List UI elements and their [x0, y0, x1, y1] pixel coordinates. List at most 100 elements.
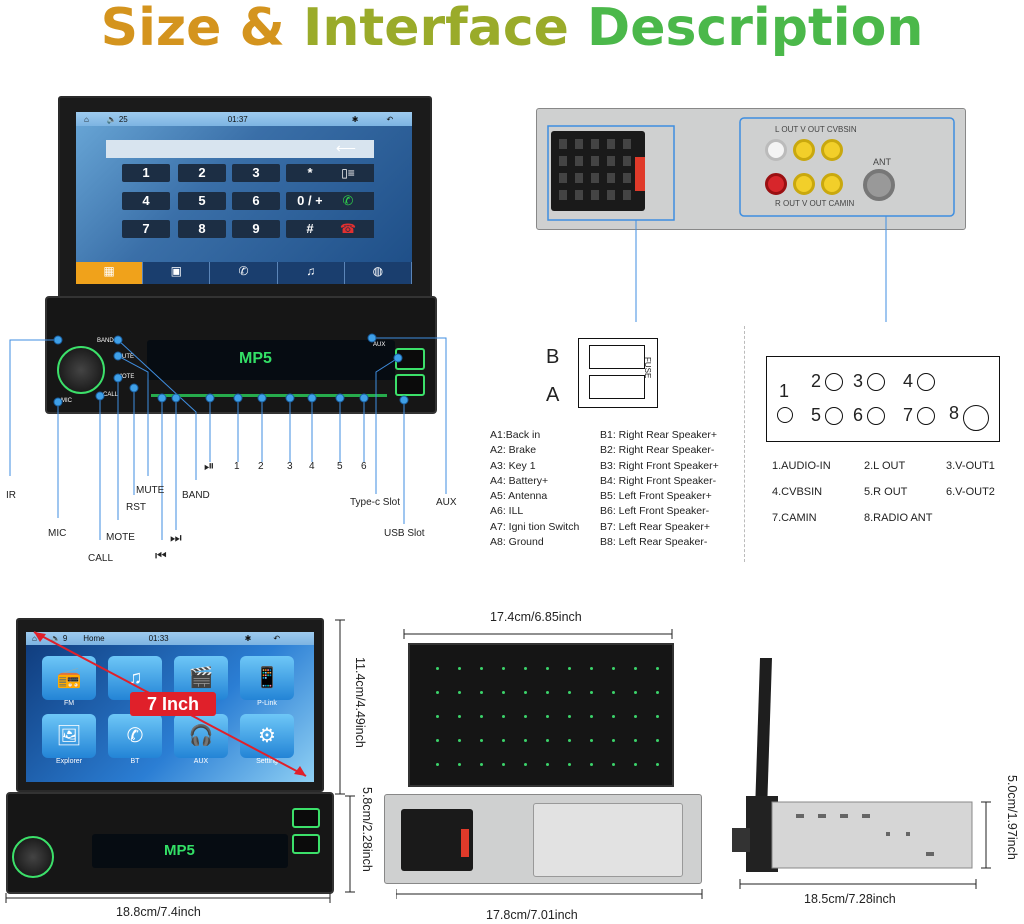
- vent-dot: [656, 691, 659, 694]
- rca-circle: [917, 373, 935, 391]
- rca-port: [765, 173, 787, 195]
- volume-knob-2[interactable]: [12, 836, 54, 878]
- rca-circle: [963, 405, 989, 431]
- app-tile-label: P-Link: [257, 700, 277, 707]
- vent-dot: [568, 763, 571, 766]
- usb-port-2-top[interactable]: [292, 808, 320, 828]
- vent-dot: [436, 763, 439, 766]
- settings-tab-icon[interactable]: ◍: [345, 262, 413, 284]
- app-tile[interactable]: 🎧AUX: [174, 714, 228, 768]
- app-tile-icon: 🖼: [42, 714, 96, 758]
- home-icon[interactable]: ⌂: [84, 114, 89, 124]
- call-button-physical[interactable]: CALL: [103, 392, 119, 398]
- vent-dot: [656, 667, 659, 670]
- rear-panel: L OUT V OUT CVBSIN R OUT V OUT CAMIN ANT: [536, 108, 966, 230]
- keypad-key[interactable]: 2: [178, 164, 226, 182]
- keypad-key[interactable]: 4: [122, 192, 170, 210]
- vent-dot: [634, 715, 637, 718]
- keypad-key[interactable]: 8: [178, 220, 226, 238]
- band-button[interactable]: BAND: [97, 338, 114, 344]
- keypad-key[interactable]: 3: [232, 164, 280, 182]
- pin-entry: B7: Left Rear Speaker+: [600, 520, 711, 533]
- iso-pin: [559, 190, 567, 200]
- pin-entry: A1:Back in: [490, 429, 541, 441]
- usb-port-bottom[interactable]: [395, 374, 425, 396]
- usb-port-2-bottom[interactable]: [292, 834, 320, 854]
- label-rst: RST: [126, 502, 146, 513]
- keypad-key[interactable]: 7: [122, 220, 170, 238]
- call-button[interactable]: ✆: [322, 192, 374, 210]
- rca-number: 4: [903, 371, 914, 391]
- rca-legend-item: 4.CVBSIN: [772, 486, 823, 498]
- app-tile-label: BT: [130, 758, 140, 765]
- vent-dot: [612, 715, 615, 718]
- brightness-icon-2[interactable]: ✱: [244, 634, 252, 643]
- lcd-text-2: MP5: [164, 842, 195, 859]
- app-tile[interactable]: 📱P-Link: [240, 656, 294, 710]
- backspace-icon[interactable]: ⟵: [335, 140, 356, 156]
- keypad-key[interactable]: 9: [232, 220, 280, 238]
- vent-dot: [612, 763, 615, 766]
- call-log-tab-icon[interactable]: ✆: [210, 262, 278, 284]
- home-label: Home: [83, 634, 105, 643]
- dim-back-bottom: 17.8cm/7.01inch: [486, 908, 578, 922]
- rca-legend-item: 1.AUDIO-IN: [772, 460, 831, 472]
- app-tile-icon: 📻: [42, 656, 96, 700]
- size-badge: 7 Inch: [130, 692, 216, 716]
- pin-entry: A8: Ground: [490, 536, 544, 549]
- app-tile[interactable]: 📻FM: [42, 656, 96, 710]
- label-mute: MUTE: [136, 485, 165, 496]
- app-tile[interactable]: ✆BT: [108, 714, 162, 768]
- keypad-key[interactable]: 1: [122, 164, 170, 182]
- status-bar: ⌂ 🔈 25 01:37 ✱ ↶: [76, 112, 412, 126]
- mute-button[interactable]: MUTE: [117, 354, 134, 360]
- rear-callouts: [547, 117, 955, 322]
- label-3: 3: [287, 461, 293, 472]
- vent-dot: [436, 667, 439, 670]
- label-1: 1: [234, 461, 240, 472]
- back-view-screen: [408, 643, 674, 787]
- contacts-tab-icon[interactable]: ▣: [143, 262, 211, 284]
- brightness-icon[interactable]: ✱: [351, 114, 359, 124]
- app-tile[interactable]: ⚙Setting: [240, 714, 294, 768]
- keypad-key[interactable]: 6: [232, 192, 280, 210]
- iso-pin: [623, 190, 631, 200]
- unit1-callouts: [9, 333, 447, 540]
- rca-legend-item: 6.V-OUT2: [946, 486, 995, 498]
- home-icon-2[interactable]: ⌂: [32, 634, 37, 643]
- pin-entry: A7: Igni tion Switch: [490, 520, 580, 533]
- app-tile-icon: ⚙: [240, 714, 294, 758]
- rca-panel-2: [533, 803, 683, 877]
- vent-dot: [458, 739, 461, 742]
- keypad-key[interactable]: 5: [178, 192, 226, 210]
- faceplate: BAND MUTE MOTE CALL MIC MP5 AUX: [45, 296, 437, 414]
- app-tile[interactable]: 🖼Explorer: [42, 714, 96, 768]
- side-view: [732, 658, 991, 889]
- vent-dot: [524, 715, 527, 718]
- music-tab-icon[interactable]: ♫: [278, 262, 345, 284]
- app-tile-icon: 📱: [240, 656, 294, 700]
- back-icon[interactable]: ↶: [386, 114, 394, 124]
- pin-entry: B6: Left Front Speaker-: [600, 505, 710, 518]
- rca-circle: [777, 407, 793, 423]
- rca-number: 5: [811, 405, 822, 425]
- vent-dot: [524, 667, 527, 670]
- row-b-label: B: [546, 346, 560, 368]
- volume-knob[interactable]: [57, 346, 105, 394]
- rca-number: 6: [853, 405, 864, 425]
- contacts-button[interactable]: ▯≡: [322, 164, 374, 182]
- hangup-button[interactable]: ☎: [322, 220, 374, 238]
- volume-value: 25: [118, 114, 128, 124]
- mote-button[interactable]: MOTE: [117, 374, 135, 380]
- fuse-label: FUSE: [643, 357, 652, 379]
- keypad-tab-icon[interactable]: ▦: [76, 262, 144, 284]
- label-aux: AUX: [436, 497, 457, 508]
- iso-pin: [591, 139, 599, 149]
- back-icon-2[interactable]: ↶: [273, 634, 281, 643]
- vent-dot: [634, 691, 637, 694]
- pin-entry: B1: Right Rear Speaker+: [600, 429, 718, 441]
- iso-pin: [591, 156, 599, 166]
- rca-legend-item: 3.V-OUT1: [946, 460, 995, 472]
- vent-dot: [634, 667, 637, 670]
